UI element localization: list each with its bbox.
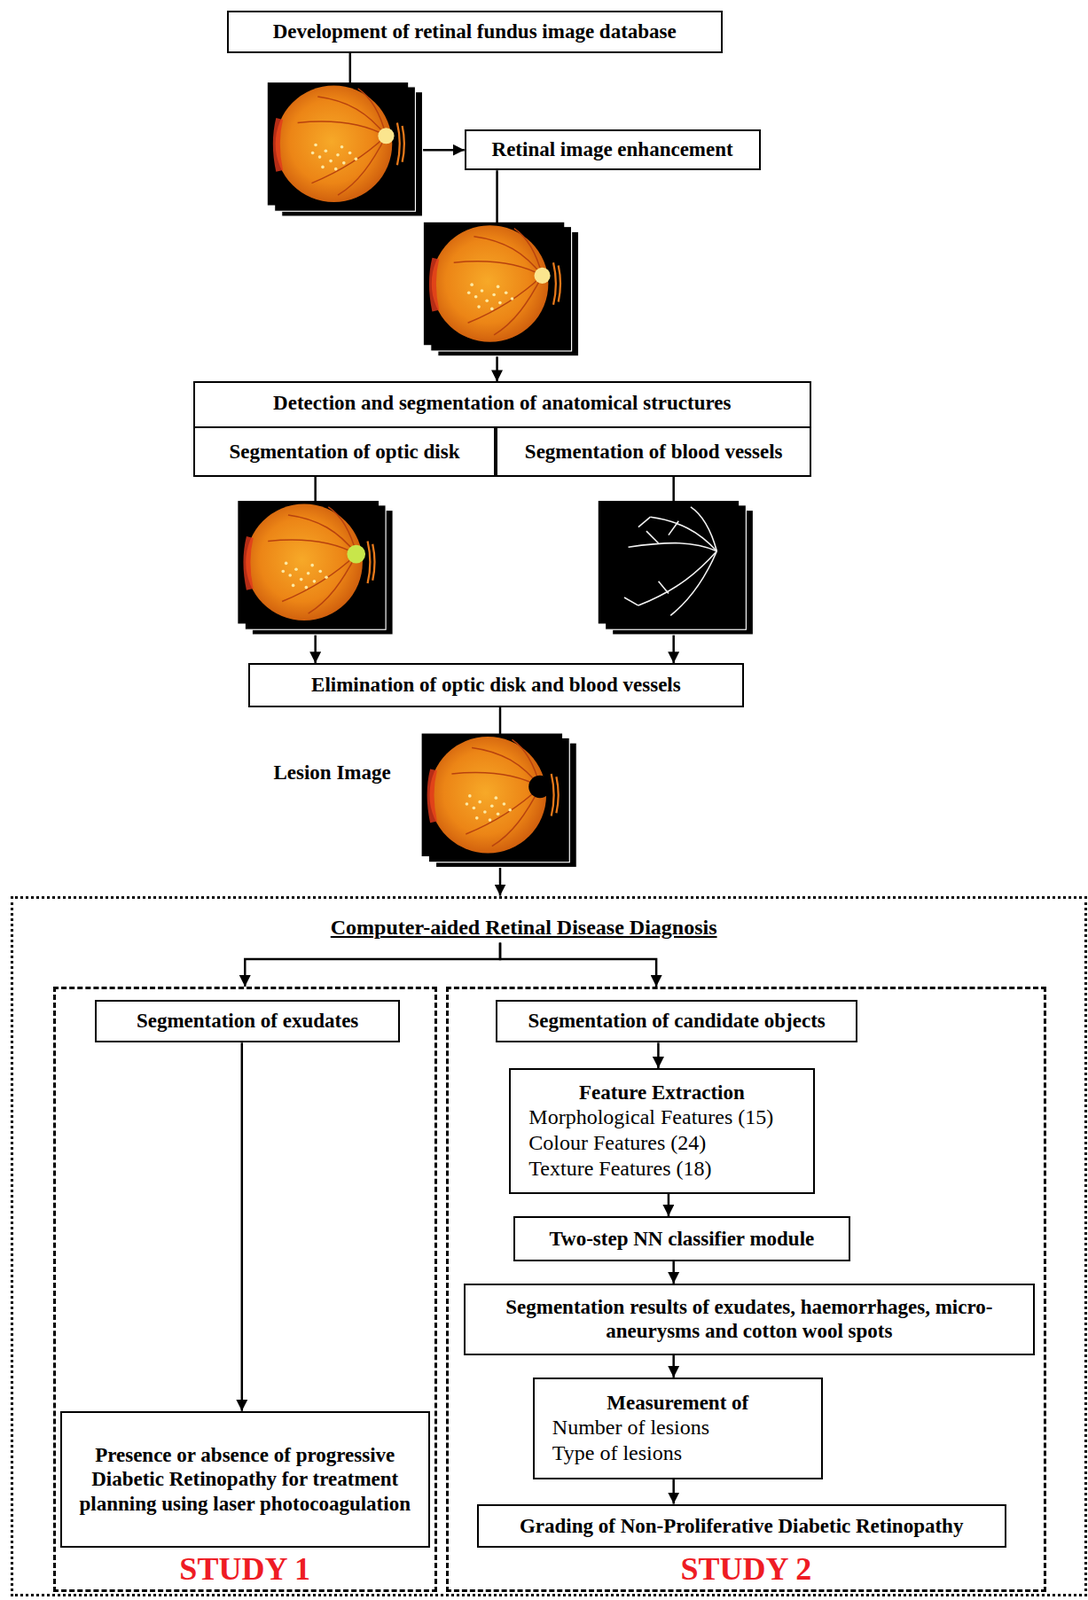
box-text: Segmentation of candidate objects <box>527 1009 825 1034</box>
process-box: Segmentation of optic disk <box>193 426 497 477</box>
process-box: Presence or absence of progressive Diabe… <box>60 1411 431 1549</box>
box-text: Measurement of <box>606 1391 749 1417</box>
process-box: Segmentation of exudates <box>94 1000 400 1043</box>
box-text: Retinal image enhancement <box>492 137 734 163</box>
diagnosis-region: Computer-aided Retinal Disease Diagnosis… <box>10 896 1088 1598</box>
original-image-stack <box>267 82 423 217</box>
panel-heading: Computer-aided Retinal Disease Diagnosis <box>330 915 718 941</box>
feature-item: Colour Features (24) <box>528 1130 706 1157</box>
feature-item: Texture Features (18) <box>528 1156 712 1182</box>
process-box: Grading of Non-Proliferative Diabetic Re… <box>477 1504 1007 1549</box>
connector-arrow <box>672 1261 675 1284</box>
process-box: Retinal image enhancement <box>464 129 761 171</box>
vessel-image-stack <box>598 500 754 635</box>
box-text: Segmentation of blood vessels <box>524 439 783 465</box>
feature-item: Morphological Features (15) <box>528 1104 774 1131</box>
fundus-image <box>237 500 379 624</box>
vessel-image <box>598 500 740 624</box>
process-box: Development of retinal fundus image data… <box>226 10 723 54</box>
process-box: Two-step NN classifier module <box>513 1216 851 1262</box>
fundus-image <box>267 82 409 205</box>
connector-arrow <box>657 1042 660 1069</box>
image-caption: Lesion Image <box>273 760 391 786</box>
process-box: Feature ExtractionMorphological Features… <box>508 1068 815 1195</box>
optic-disk-mask <box>528 775 551 799</box>
box-text: Segmentation results of exudates, haemor… <box>472 1295 1027 1345</box>
study-label: STUDY 1 <box>179 1552 311 1589</box>
process-box: Segmentation results of exudates, haemor… <box>463 1283 1036 1356</box>
box-text: Development of retinal fundus image data… <box>273 19 677 45</box>
optic-disk-mark <box>346 545 366 564</box>
connector-arrow <box>244 942 501 987</box>
study-label: STUDY 2 <box>680 1552 813 1589</box>
box-text: Grading of Non-Proliferative Diabetic Re… <box>519 1514 963 1540</box>
lesion-image-stack <box>421 734 577 869</box>
group-box: Detection and segmentation of anatomical… <box>193 381 813 477</box>
feature-item: Number of lesions <box>552 1415 710 1441</box>
connector-arrow <box>500 942 657 987</box>
process-box: Measurement ofNumber of lesionsType of l… <box>532 1377 823 1480</box>
feature-item: Type of lesions <box>552 1440 682 1467</box>
process-box: Segmentation of blood vessels <box>495 426 812 477</box>
connector-arrow <box>241 1042 244 1412</box>
box-text: Elimination of optic disk and blood vess… <box>311 673 681 698</box>
process-box: Segmentation of candidate objects <box>495 1000 857 1043</box>
fundus-image <box>421 734 563 857</box>
enhanced-image-stack <box>423 222 580 357</box>
box-text: Detection and segmentation of anatomical… <box>273 391 731 416</box>
connector-arrow <box>672 1479 675 1505</box>
optic-disk-image-stack <box>237 500 393 635</box>
box-text: Presence or absence of progressive Diabe… <box>69 1443 422 1518</box>
process-box: Elimination of optic disk and blood vess… <box>248 663 744 707</box>
box-text: Two-step NN classifier module <box>548 1227 815 1253</box>
connector-arrow <box>667 1194 671 1217</box>
study-panel: STUDY 2 Segmentation of candidate objects… <box>446 986 1047 1593</box>
fundus-image <box>423 222 565 345</box>
box-text: Segmentation of optic disk <box>228 439 460 465</box>
study-panel: STUDY 1 Segmentation of exudatesPresence … <box>53 986 438 1593</box>
box-text: Segmentation of exudates <box>136 1009 359 1034</box>
connector-arrow <box>672 1355 675 1378</box>
box-text: Feature Extraction <box>579 1080 745 1106</box>
